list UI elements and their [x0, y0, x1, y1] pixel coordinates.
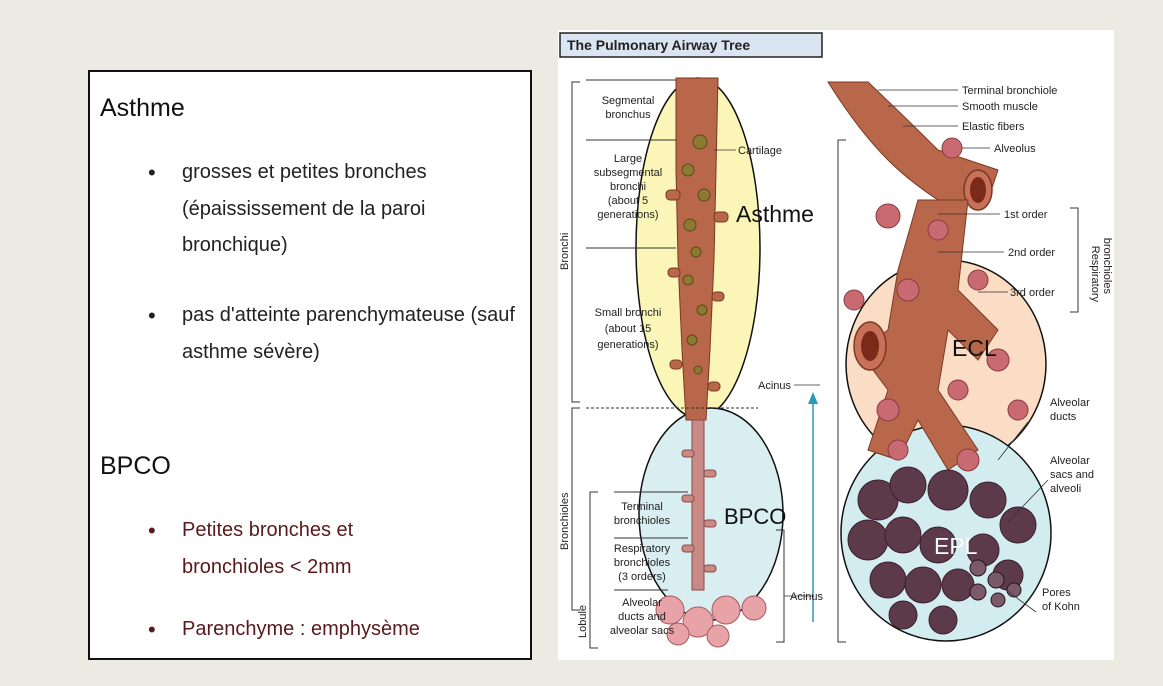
- bpco-bullet-1: Petites bronches et bronchioles < 2mm: [182, 512, 422, 585]
- label-alveolar-sacs-1: Alveolar: [1050, 455, 1090, 467]
- label-resp-3: (3 orders): [618, 571, 666, 583]
- label-bronchioles: Bronchioles: [559, 492, 571, 550]
- figure-title: The Pulmonary Airway Tree: [567, 37, 750, 53]
- label-small-2: (about 15: [605, 323, 651, 335]
- overlay-ecl: ECL: [952, 335, 997, 361]
- label-segmental-2: bronchus: [605, 109, 651, 121]
- label-acinus-lower: Acinus: [790, 591, 824, 603]
- label-alveolus: Alveolus: [994, 143, 1036, 155]
- label-segmental-1: Segmental: [602, 95, 655, 107]
- bullet-icon: •: [148, 518, 170, 544]
- label-terminal-1: Terminal: [621, 501, 663, 513]
- text-panel: Asthme • grosses et petites bronches (ép…: [88, 70, 532, 660]
- label-pores-2: of Kohn: [1042, 601, 1080, 613]
- label-alveolar-1: Alveolar: [622, 597, 662, 609]
- label-respiratory-bronchioles-2: bronchioles: [1101, 238, 1113, 295]
- bpco-bullet-2: Parenchyme : emphysème: [182, 611, 522, 648]
- label-alveolar-sacs-3: alveoli: [1050, 483, 1081, 495]
- label-pores-1: Pores: [1042, 587, 1071, 599]
- bpco-heading: BPCO: [100, 452, 171, 481]
- label-smooth-muscle: Smooth muscle: [962, 101, 1038, 113]
- label-third-order: 3rd order: [1010, 287, 1055, 299]
- label-acinus-upper: Acinus: [758, 380, 792, 392]
- overlay-asthme: Asthme: [736, 201, 814, 227]
- label-bronchi: Bronchi: [559, 233, 571, 270]
- label-resp-2: bronchioles: [614, 557, 671, 569]
- asthme-bullet-1: grosses et petites bronches (épaississem…: [182, 154, 522, 264]
- label-small-3: generations): [597, 339, 658, 351]
- label-lobule: Lobule: [577, 605, 589, 638]
- label-resp-1: Respiratory: [614, 543, 671, 555]
- label-first-order: 1st order: [1004, 209, 1048, 221]
- label-alveolar-ducts-2: ducts: [1050, 411, 1077, 423]
- label-large-4: (about 5: [608, 195, 648, 207]
- bullet-icon: •: [148, 303, 170, 329]
- label-alveolar-3: alveolar sacs: [610, 625, 675, 637]
- label-cartilage: Cartilage: [738, 145, 782, 157]
- overlay-epl: EPL: [934, 533, 978, 559]
- acinus-arrowhead: [808, 392, 818, 404]
- bullet-icon: •: [148, 160, 170, 186]
- overlay-bpco: BPCO: [724, 504, 786, 529]
- bullet-icon: •: [148, 617, 170, 643]
- asthme-heading: Asthme: [100, 94, 185, 123]
- label-elastic-fibers: Elastic fibers: [962, 121, 1025, 133]
- label-small-1: Small bronchi: [595, 307, 662, 319]
- label-terminal-bronchiole: Terminal bronchiole: [962, 85, 1057, 97]
- label-alveolar-2: ducts and: [618, 611, 666, 623]
- label-terminal-2: bronchioles: [614, 515, 671, 527]
- label-alveolar-sacs-2: sacs and: [1050, 469, 1094, 481]
- label-large-1: Large: [614, 153, 642, 165]
- asthme-bullet-2: pas d'atteinte parenchymateuse (sauf ast…: [182, 297, 522, 370]
- label-respiratory-bronchioles-1: Respiratory: [1089, 246, 1101, 303]
- label-second-order: 2nd order: [1008, 247, 1055, 259]
- label-alveolar-ducts-1: Alveolar: [1050, 397, 1090, 409]
- label-large-5: generations): [597, 209, 658, 221]
- airway-tree-figure: The Pulmonary Airway Tree: [558, 30, 1114, 660]
- label-large-3: bronchi: [610, 181, 646, 193]
- label-large-2: subsegmental: [594, 167, 663, 179]
